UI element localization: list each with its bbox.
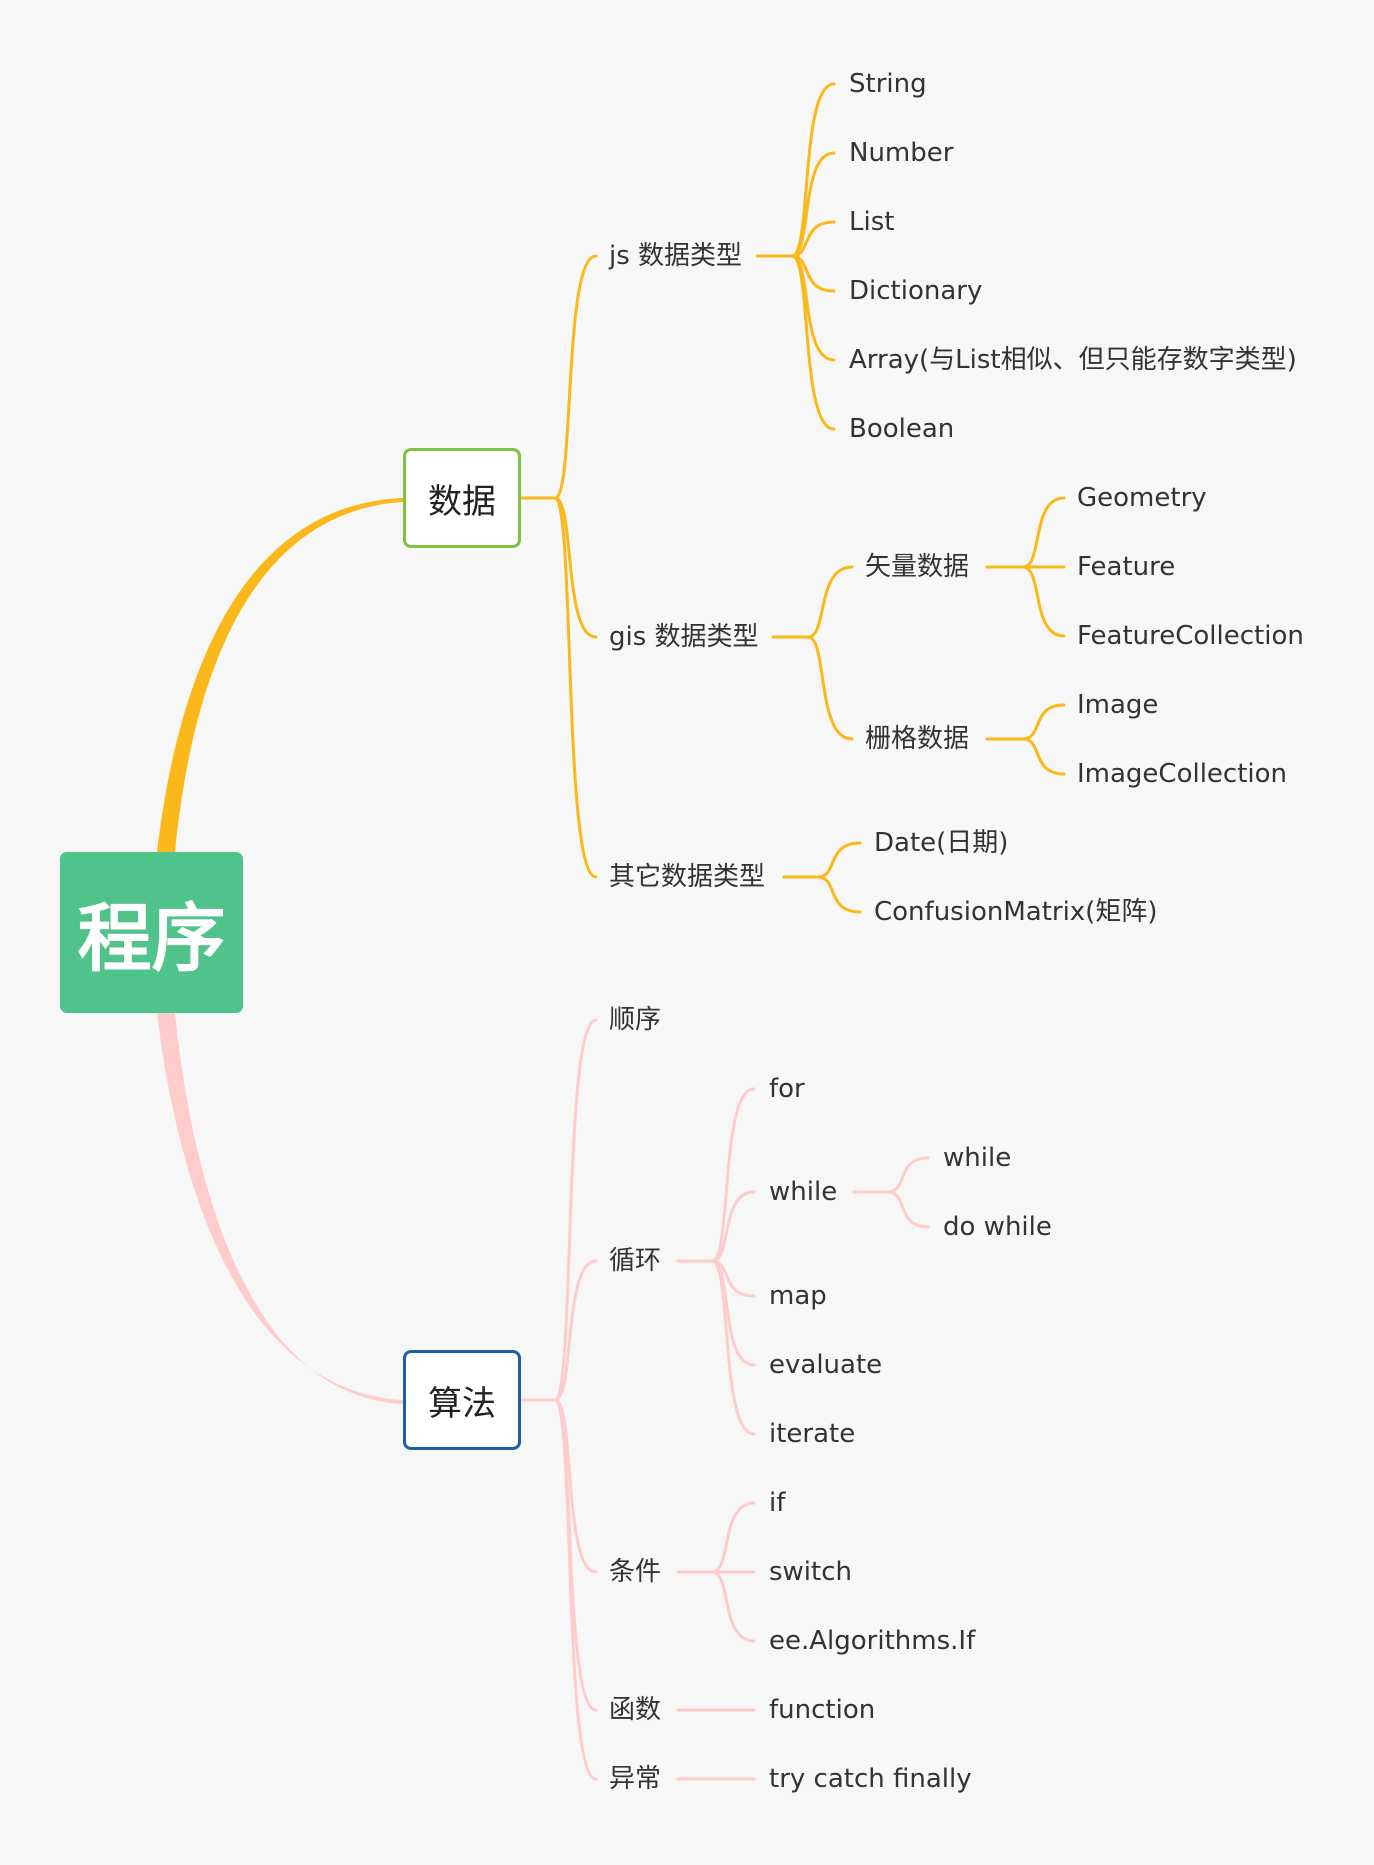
raster-image-collection[interactable]: ImageCollection (1077, 759, 1288, 789)
raster-fan-link (1021, 703, 1066, 741)
algo-node[interactable]: 算法 (403, 1350, 521, 1450)
root-node-label: 程序 (77, 896, 226, 982)
vector-data-node[interactable]: 矢量数据 (865, 552, 970, 582)
other-types-node[interactable]: 其它数据类型 (609, 862, 766, 892)
data-node[interactable]: 数据 (403, 448, 521, 548)
js-types-node[interactable]: js 数据类型 (609, 241, 743, 271)
loop-while[interactable]: while (943, 1143, 1012, 1173)
function-node[interactable]: 函数 (609, 1695, 662, 1725)
data-node-label: 数据 (428, 481, 496, 522)
vector-geometry[interactable]: Geometry (1077, 483, 1207, 513)
algo-fan-link (553, 1018, 598, 1402)
js-type-dictionary[interactable]: Dictionary (849, 276, 983, 306)
algo-fan-link (553, 1259, 598, 1402)
loop-fan-link (710, 1259, 756, 1436)
loop-fan-link (710, 1190, 756, 1263)
loop-evaluate[interactable]: evaluate (769, 1350, 883, 1380)
algo-fan-link (553, 1398, 598, 1574)
vector-fan-link (1021, 496, 1066, 569)
root-node[interactable]: 程序 (60, 852, 243, 1013)
algo-fan-link (553, 1398, 598, 1781)
loop-fan-link (710, 1259, 756, 1367)
loop-fan-link (710, 1087, 756, 1263)
raster-data-node[interactable]: 栅格数据 (865, 724, 970, 754)
gis-fan-link (806, 565, 854, 639)
loop-iterate[interactable]: iterate (769, 1419, 856, 1449)
vector-feature[interactable]: Feature (1077, 552, 1176, 582)
while-fan-link (886, 1190, 930, 1229)
data-fan-link (553, 496, 598, 879)
js-type-list[interactable]: List (849, 207, 895, 237)
data-fan-link (553, 254, 598, 500)
condition-ee-algorithms-if[interactable]: ee.Algorithms.If (769, 1626, 976, 1656)
other-fan-link (816, 875, 862, 914)
other-confusion-matrix[interactable]: ConfusionMatrix(矩阵) (874, 897, 1158, 927)
condition-fan-link (710, 1501, 756, 1574)
condition-node[interactable]: 条件 (609, 1557, 662, 1587)
loop-do-while[interactable]: do while (943, 1212, 1052, 1242)
js-fan-link (790, 254, 836, 362)
condition-switch[interactable]: switch (769, 1557, 853, 1587)
exception-node[interactable]: 异常 (609, 1764, 662, 1794)
vector-feature-collection[interactable]: FeatureCollection (1077, 621, 1304, 651)
gis-types-node[interactable]: gis 数据类型 (609, 622, 759, 652)
js-fan-link (790, 151, 836, 258)
js-type-string[interactable]: String (849, 69, 927, 99)
condition-fan-link (710, 1570, 756, 1643)
loop-for[interactable]: for (769, 1074, 805, 1104)
loop-map[interactable]: map (769, 1281, 827, 1311)
sequence-node[interactable]: 顺序 (609, 1005, 662, 1035)
js-type-array[interactable]: Array(与List相似、但只能存数字类型) (849, 345, 1297, 375)
raster-fan-link (1021, 737, 1066, 776)
other-fan-link (816, 841, 862, 879)
condition-if[interactable]: if (769, 1488, 786, 1518)
other-date[interactable]: Date(日期) (874, 828, 1009, 858)
js-fan-link (790, 254, 836, 431)
algo-node-label: 算法 (428, 1383, 496, 1424)
gis-fan-link (806, 635, 854, 741)
main-branch-data (157, 498, 403, 852)
data-fan-link (553, 496, 598, 639)
js-type-boolean[interactable]: Boolean (849, 414, 955, 444)
raster-image[interactable]: Image (1077, 690, 1159, 720)
loop-node[interactable]: 循环 (609, 1246, 662, 1276)
exception-item[interactable]: try catch finally (769, 1764, 972, 1794)
main-branch-algo (157, 1013, 403, 1404)
loop-while-node[interactable]: while (769, 1177, 838, 1207)
function-item[interactable]: function (769, 1695, 876, 1725)
js-type-number[interactable]: Number (849, 138, 954, 168)
while-fan-link (886, 1156, 930, 1194)
js-fan-link (790, 220, 836, 258)
vector-fan-link (1021, 565, 1066, 638)
